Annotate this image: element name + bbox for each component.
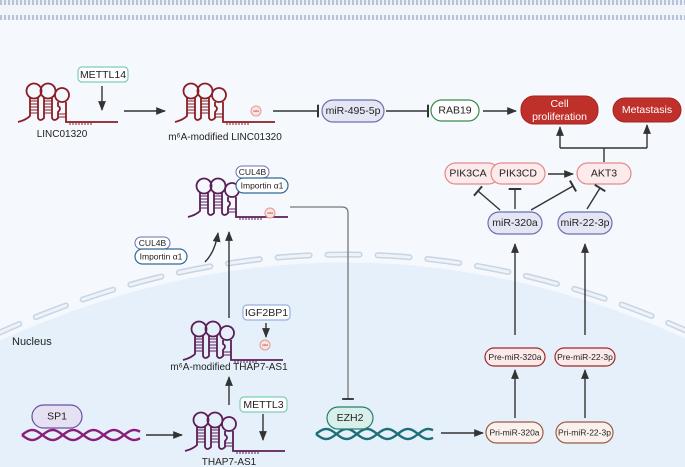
cell-membrane	[0, 0, 685, 20]
mettl14-label: METTL14	[80, 69, 126, 81]
mettl3-label: METTL3	[243, 399, 283, 411]
pik3ca-label: PIK3CA	[449, 168, 486, 180]
mir-22-3p-node	[557, 211, 613, 235]
pik3cd-node	[490, 162, 546, 185]
pri-mir-320a-node	[485, 421, 544, 444]
metastasis-node	[612, 97, 682, 123]
dna-strand	[315, 427, 434, 441]
cell-proliferation-node	[520, 95, 599, 125]
cell-proliferation-label-2: proliferation	[532, 111, 587, 123]
m6a-mark-icon: m6A	[250, 105, 262, 117]
cell-proliferation-label-1: Cell	[550, 98, 568, 110]
ezh2-label: EZH2	[337, 412, 364, 424]
cul4b-label: CUL4B	[239, 167, 267, 177]
pre-mir-22-3p-label: Pre-miR-22-3p	[557, 352, 613, 362]
pik3cd-label: PIK3CD	[499, 168, 537, 180]
m6a-thap7-as1-label: m⁶A-modified THAP7-AS1	[170, 362, 288, 373]
dna-strand	[21, 428, 141, 442]
nucleus-label: Nucleus	[12, 336, 52, 348]
mir-22-3p-label: miR-22-3p	[560, 217, 609, 229]
igf2bp1-label: IGF2BP1	[245, 307, 288, 319]
cul4b-label: CUL4B	[139, 238, 167, 248]
rab19-node	[430, 99, 480, 122]
rab19-label: RAB19	[438, 105, 471, 117]
mir-495-5p-node	[321, 99, 385, 123]
thap7-as1-label: THAP7-AS1	[202, 457, 257, 467]
mettl14-box	[77, 66, 129, 83]
mettl3-box	[239, 396, 288, 413]
pri-mir-22-3p-node	[555, 421, 614, 444]
ezh2-node	[326, 406, 374, 430]
m6a-mark-icon: m6A	[259, 339, 271, 351]
nucleus-region	[0, 262, 685, 467]
m6a-linc01320-label: m⁶A-modified LINC01320	[168, 132, 282, 143]
sp1-node	[31, 404, 83, 429]
inhibit-line-ezh2	[290, 206, 354, 400]
dna-teal-icon	[315, 427, 434, 441]
igf2bp1-box	[242, 304, 291, 321]
pri-mir-320a-label: Pri-miR-320a	[489, 428, 539, 438]
mir-495-5p-label: miR-495-5p	[326, 105, 381, 117]
pre-mir-320a-label: Pre-miR-320a	[489, 352, 542, 362]
linc01320-rna-icon	[17, 82, 119, 126]
m6a-mark-icon: m6A	[264, 207, 276, 219]
mir-320a-node	[487, 211, 543, 235]
importin-label: Importin α1	[241, 181, 284, 191]
pre-mir-22-3p-node	[554, 347, 616, 367]
dna-purple-icon	[21, 428, 141, 442]
akt3-label: AKT3	[591, 168, 617, 180]
importin-node	[235, 177, 289, 194]
svg-text:m6A: m6A	[267, 211, 273, 215]
linc01320-label: LINC01320	[37, 129, 88, 140]
metastasis-label: Metastasis	[622, 104, 672, 116]
m6a-linc01320-rna-icon	[174, 82, 276, 126]
svg-text:m6A: m6A	[262, 343, 268, 347]
svg-text:m6A: m6A	[253, 109, 259, 113]
mir-320a-label: miR-320a	[492, 217, 538, 229]
pre-mir-320a-node	[484, 347, 546, 367]
sp1-label: SP1	[47, 411, 67, 423]
importin-label: Importin α1	[140, 252, 183, 262]
pri-mir-22-3p-label: Pri-miR-22-3p	[558, 428, 611, 438]
importin-node	[134, 248, 188, 265]
